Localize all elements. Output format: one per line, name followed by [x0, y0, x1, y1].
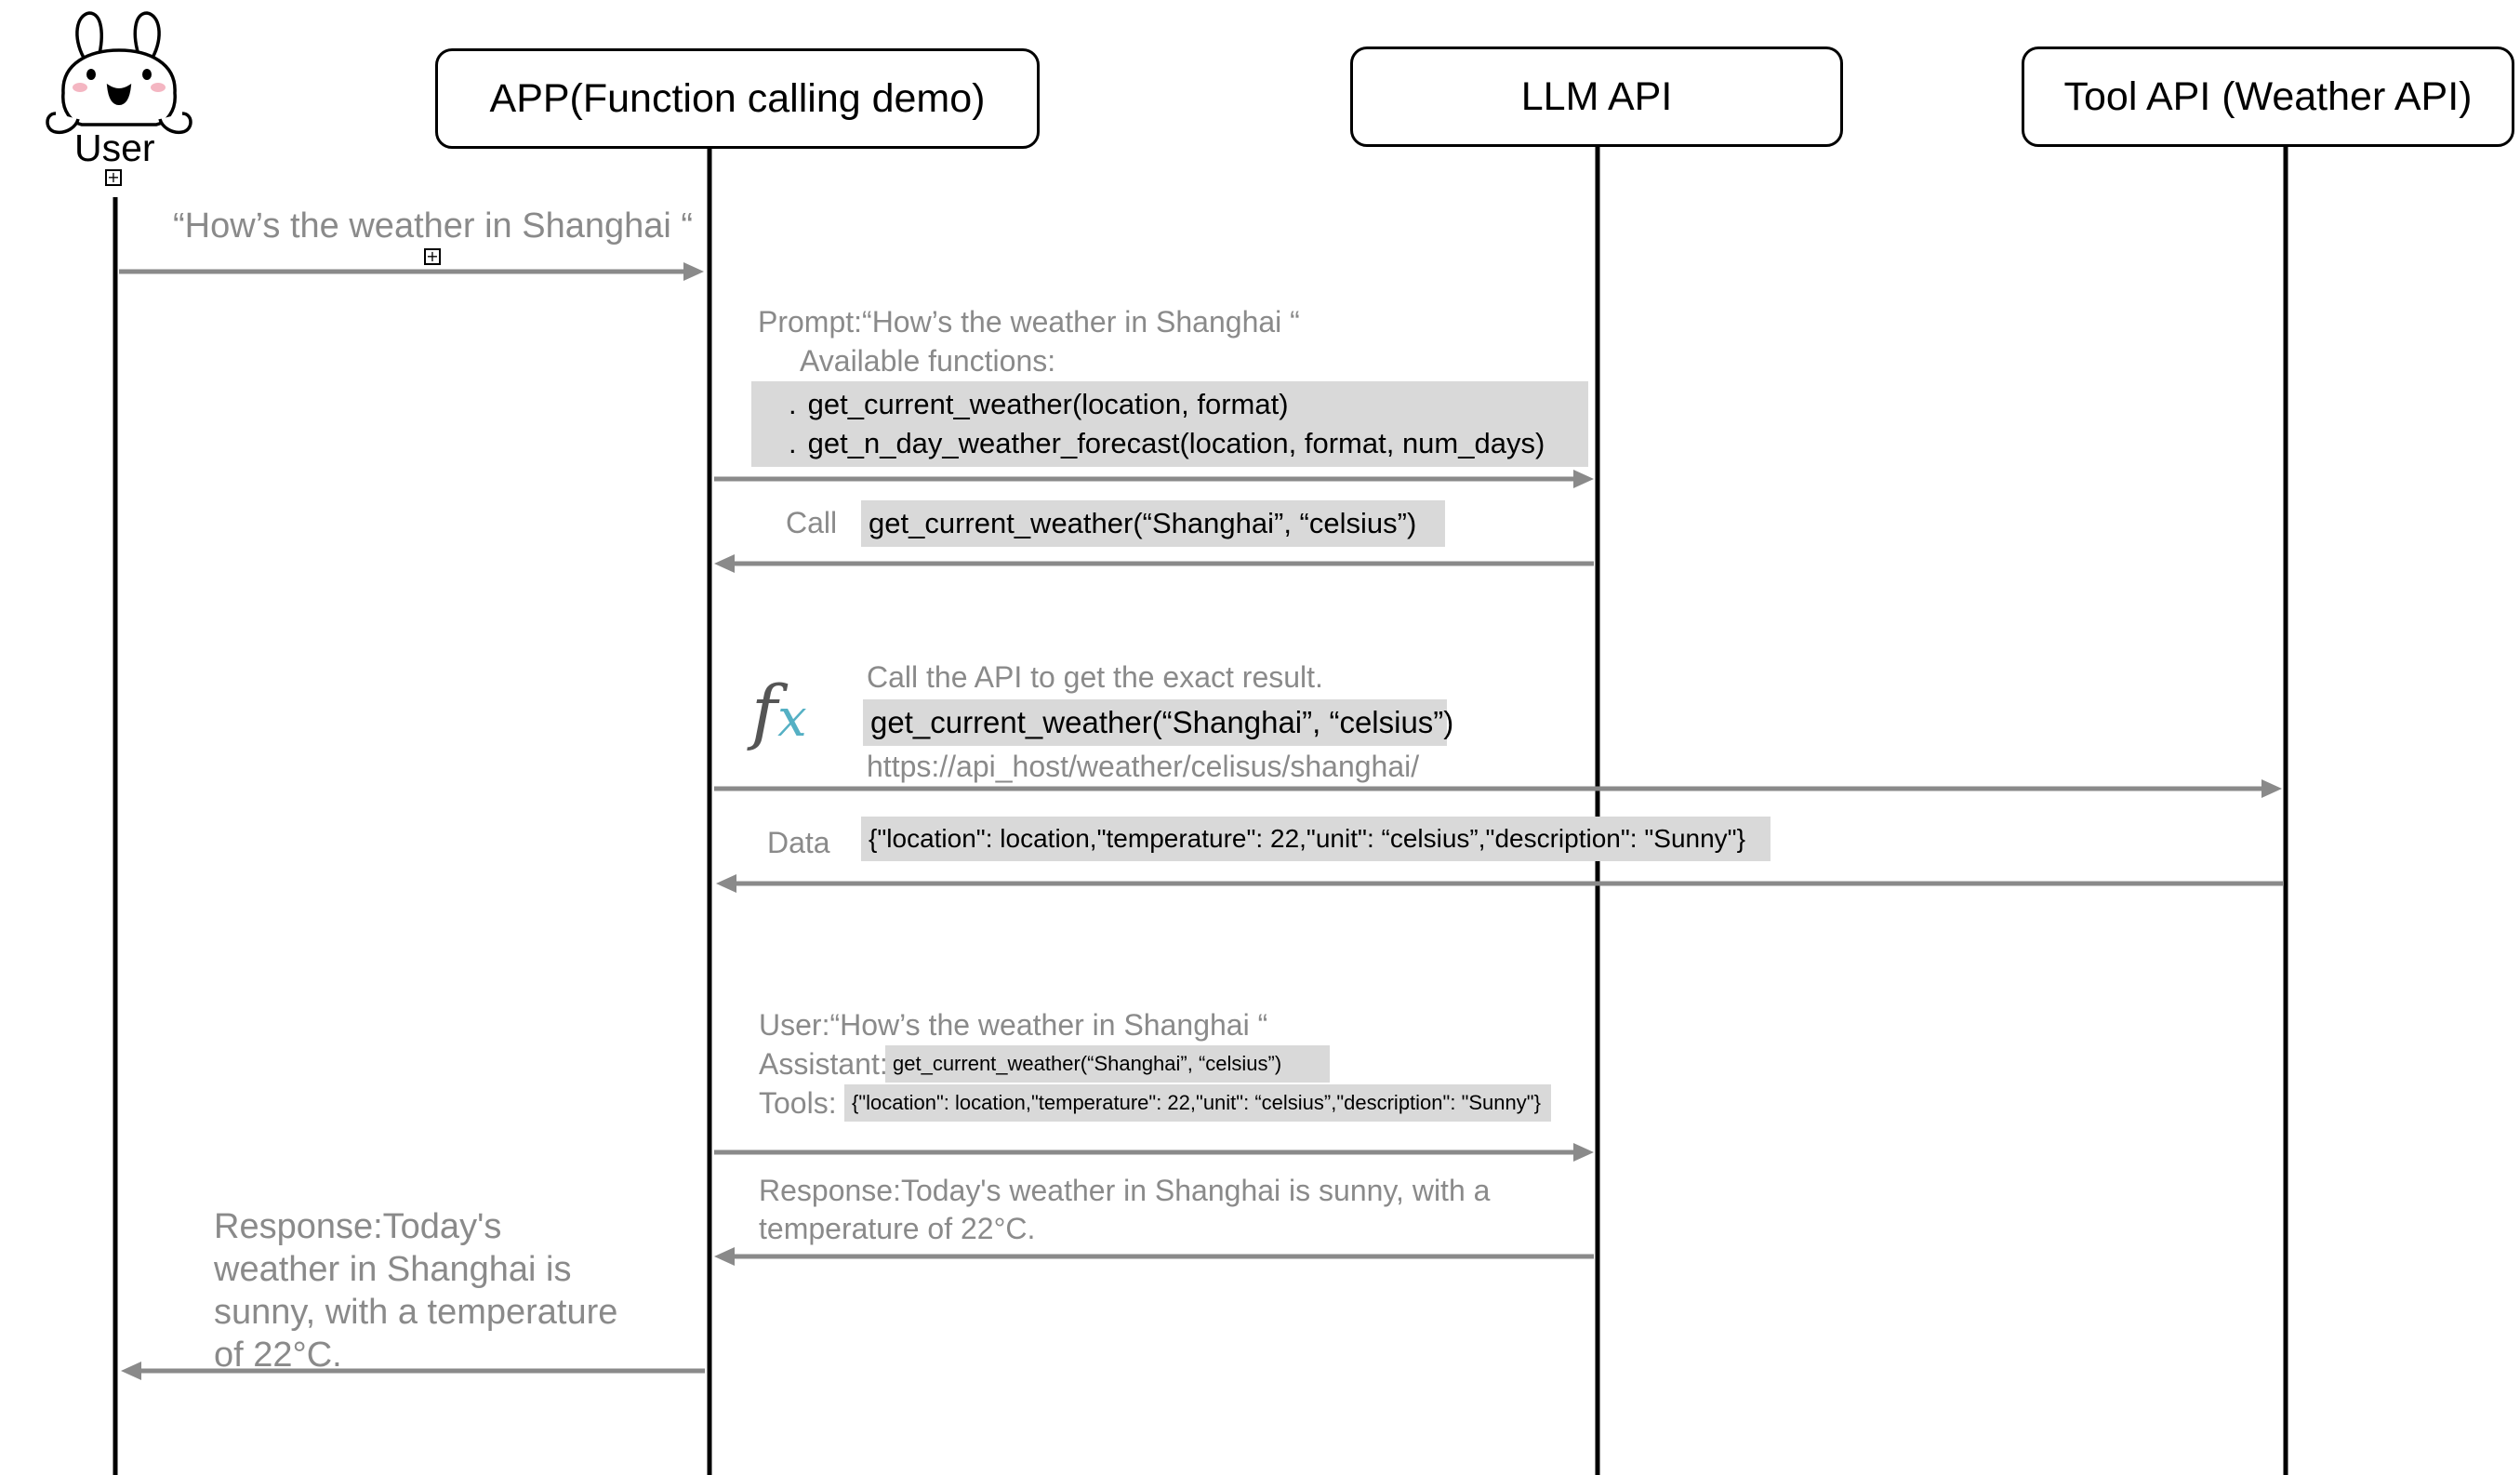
participant-llm-label: LLM API [1520, 73, 1673, 119]
participant-tool: Tool API (Weather API) [2022, 47, 2514, 147]
expand-box-icon[interactable]: + [105, 169, 122, 186]
api-call-value: get_current_weather(“Shanghai”, “celsius… [863, 699, 1453, 746]
function-1-signature: get_current_weather(location, format) [807, 388, 1289, 420]
participant-llm: LLM API [1350, 47, 1843, 147]
final-response-label: Response:Today's weather in Shanghai is … [214, 1207, 618, 1375]
expand-box-icon[interactable]: + [424, 248, 441, 265]
assistant-label: Assistant: [759, 1047, 888, 1081]
llm-response-label: Response:Today's weather in Shanghai is … [759, 1174, 1491, 1245]
call-value: get_current_weather(“Shanghai”, “celsius… [861, 500, 1445, 547]
data-value: {"location": location,"temperature": 22,… [861, 817, 1771, 861]
participant-app: APP(Function calling demo) [435, 48, 1040, 149]
arrowhead-user-to-app [683, 262, 704, 281]
data-label: Data [767, 826, 830, 859]
tools-value: {"location": location,"temperature": 22,… [844, 1084, 1551, 1122]
arrowhead-app-to-llm-context [1573, 1143, 1594, 1162]
arrowhead-app-to-llm-prompt [1573, 470, 1594, 488]
api-url-label: https://api_host/weather/celisus/shangha… [867, 750, 1420, 783]
arrowhead-app-to-tool [2261, 779, 2282, 798]
user-context-label: User:“How’s the weather in Shanghai “ [759, 1008, 1268, 1042]
participant-tool-label: Tool API (Weather API) [2063, 73, 2473, 119]
call-label: Call [786, 506, 838, 539]
assistant-value: get_current_weather(“Shanghai”, “celsius… [885, 1045, 1330, 1083]
bullet: . [789, 388, 797, 420]
user-query-label: “How’s the weather in Shanghai “ [173, 206, 694, 246]
functions-list: . get_current_weather(location, format) .… [751, 381, 1588, 467]
available-functions-label: Available functions: [800, 344, 1056, 378]
api-note-label: Call the API to get the exact result. [867, 660, 1323, 694]
function-2-signature: get_n_day_weather_forecast(location, for… [807, 427, 1545, 459]
prompt-label: Prompt:“How’s the weather in Shanghai “ [758, 305, 1300, 339]
fx-function-icon: fx [751, 670, 807, 752]
function-item: . get_current_weather(location, format) [789, 385, 1588, 424]
function-item: . get_n_day_weather_forecast(location, fo… [789, 424, 1588, 463]
arrowhead-llm-to-app-response [714, 1247, 735, 1266]
participant-user-label: User [74, 126, 155, 169]
tools-label: Tools: [759, 1086, 837, 1120]
arrowhead-tool-to-app-data [716, 874, 736, 893]
arrowhead-app-to-user-response [121, 1362, 141, 1380]
bullet: . [789, 427, 797, 459]
participant-app-label: APP(Function calling demo) [489, 75, 986, 121]
bunny-mascot-icon [46, 11, 192, 135]
arrowhead-llm-to-app-call [714, 554, 735, 573]
